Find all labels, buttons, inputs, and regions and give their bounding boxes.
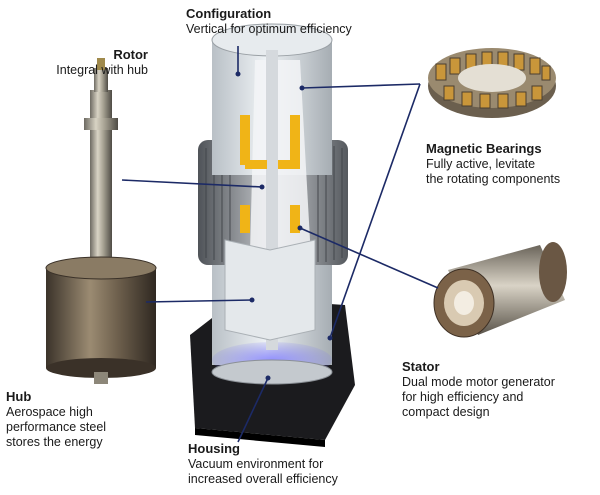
configuration-desc: Vertical for optimum efficiency bbox=[186, 21, 352, 36]
configuration-title: Configuration bbox=[186, 6, 272, 21]
stator-title: Stator bbox=[402, 359, 440, 374]
magnetic-bearings-title: Magnetic Bearings bbox=[426, 141, 542, 156]
leader-bearing-diagonal bbox=[329, 83, 421, 339]
rotor-shaft bbox=[90, 90, 112, 270]
housing-desc: Vacuum environment for increased overall… bbox=[188, 456, 338, 487]
leader-lines bbox=[121, 46, 439, 443]
yellow-bearing-right bbox=[290, 115, 300, 165]
leader-housing bbox=[237, 377, 269, 443]
label-hub: Hub Aerospace high performance steel sto… bbox=[6, 389, 106, 451]
label-stator: Stator Dual mode motor generator for hig… bbox=[402, 359, 555, 421]
housing-title: Housing bbox=[188, 441, 240, 456]
label-rotor: Rotor Integral with hub bbox=[8, 47, 148, 78]
leader-hub bbox=[145, 299, 253, 303]
label-configuration: Configuration Vertical for optimum effic… bbox=[186, 6, 352, 37]
magnetic-bearings-desc: Fully active, levitate the rotating comp… bbox=[426, 156, 561, 187]
leader-stator bbox=[299, 227, 439, 289]
leader-bearing-top bbox=[301, 83, 421, 89]
leader-rotor bbox=[121, 179, 263, 188]
yellow-bearing-left bbox=[240, 115, 250, 165]
hub-title: Hub bbox=[6, 389, 32, 404]
hub-desc: Aerospace high performance steel stores … bbox=[6, 404, 107, 450]
rotor-title: Rotor bbox=[113, 47, 148, 62]
stator-desc: Dual mode motor generator for high effic… bbox=[402, 374, 555, 420]
hub-body bbox=[46, 268, 156, 368]
label-magnetic-bearings: Magnetic Bearings Fully active, levitate… bbox=[426, 141, 560, 187]
rotor-desc: Integral with hub bbox=[56, 62, 148, 77]
label-housing: Housing Vacuum environment for increased… bbox=[188, 441, 338, 487]
